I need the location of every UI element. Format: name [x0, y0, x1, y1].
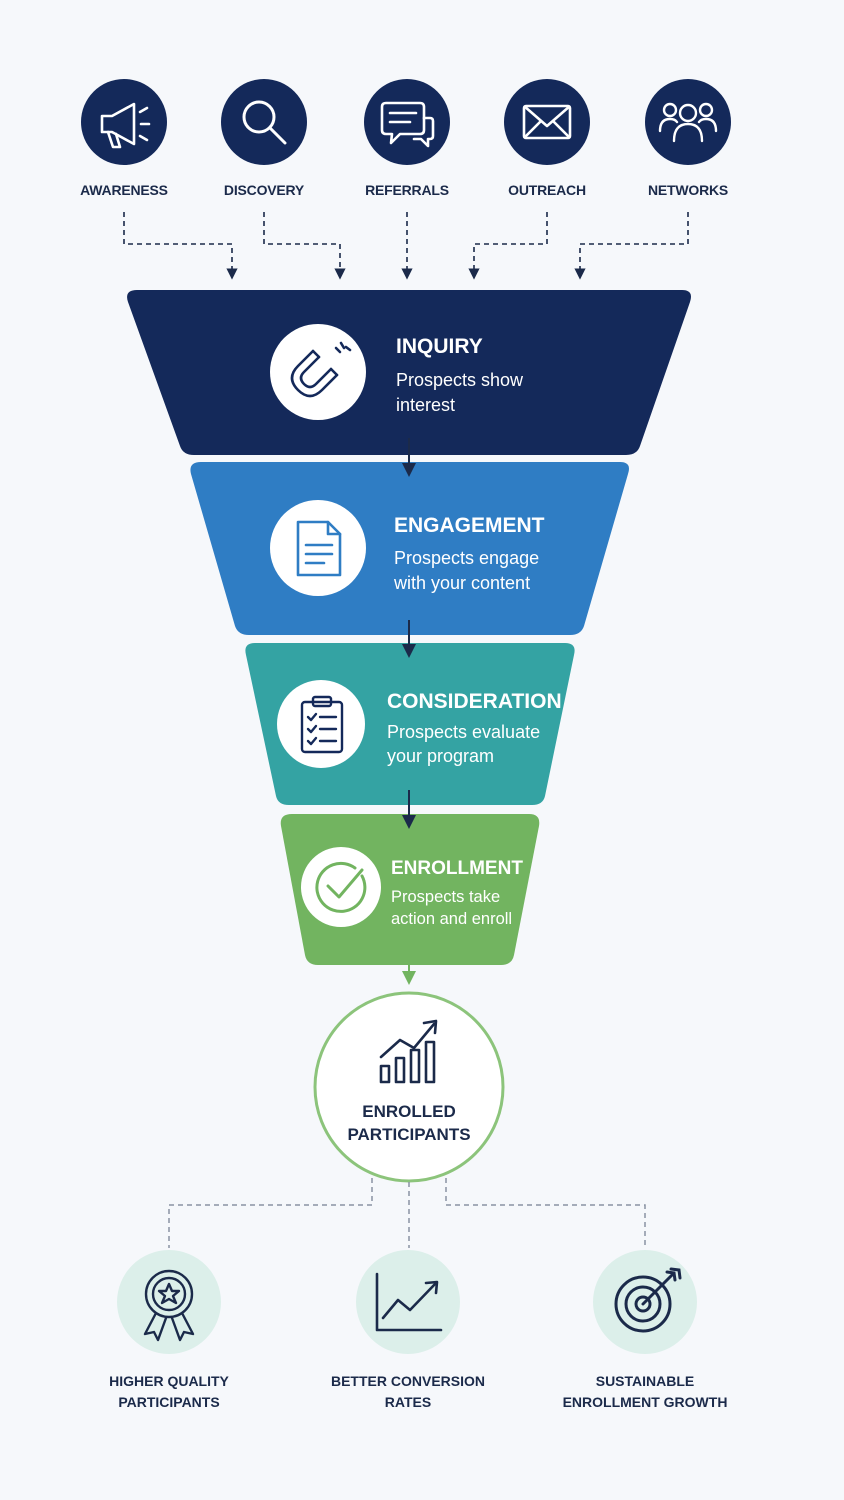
outcome-label-quality-1: HIGHER QUALITY — [109, 1373, 229, 1389]
stage-desc-enrollment-2: action and enroll — [391, 910, 512, 928]
trend-line-icon — [375, 1272, 443, 1332]
stage-desc-enrollment-1: Prospects take — [391, 888, 500, 906]
outcome-label-growth-2: ENROLLMENT GROWTH — [563, 1394, 728, 1410]
outcome-higher-quality: HIGHER QUALITY PARTICIPANTS — [109, 1250, 230, 1410]
source-outreach: OUTREACH — [504, 79, 590, 198]
connector-quality — [168, 1178, 373, 1248]
source-label-referrals: REFERRALS — [365, 182, 449, 198]
envelope-icon — [522, 104, 572, 140]
target-icon — [614, 1267, 682, 1333]
megaphone-icon — [100, 102, 151, 149]
outcomes: HIGHER QUALITY PARTICIPANTS BETTER CONVE… — [109, 1250, 727, 1410]
outcome-sustainable-growth: SUSTAINABLE ENROLLMENT GROWTH — [563, 1250, 728, 1410]
stage-title-consideration: CONSIDERATION — [387, 690, 562, 713]
source-label-networks: NETWORKS — [648, 182, 728, 198]
stage-desc-inquiry-1: Prospects show — [396, 370, 524, 390]
magnet-icon — [290, 341, 352, 398]
stage-desc-consideration-1: Prospects evaluate — [387, 722, 540, 742]
outcome-label-conversion-2: RATES — [385, 1394, 431, 1410]
source-channels: AWARENESS DISCOVERY REFERRALS — [80, 79, 731, 198]
search-icon — [242, 100, 287, 145]
document-icon — [296, 520, 342, 577]
connector-outreach — [468, 212, 548, 280]
outcome-label-conversion-1: BETTER CONVERSION — [331, 1373, 485, 1389]
source-label-awareness: AWARENESS — [80, 182, 168, 198]
stage-consideration: CONSIDERATION Prospects evaluate your pr… — [245, 643, 575, 805]
result-label-line-1: ENROLLED — [362, 1102, 456, 1121]
outcome-label-growth-1: SUSTAINABLE — [596, 1373, 695, 1389]
stage-title-inquiry: INQUIRY — [396, 335, 483, 358]
stage-title-engagement: ENGAGEMENT — [394, 514, 545, 537]
source-label-discovery: DISCOVERY — [224, 182, 305, 198]
connector-discovery — [263, 212, 346, 280]
outcome-label-quality-2: PARTICIPANTS — [118, 1394, 219, 1410]
connector-awareness — [123, 212, 238, 280]
people-group-icon — [658, 102, 718, 143]
clipboard-checklist-icon — [300, 695, 344, 754]
stage-enrollment: ENROLLMENT Prospects take action and enr… — [280, 814, 540, 965]
connector-networks — [574, 212, 689, 280]
stage-title-enrollment: ENROLLMENT — [391, 858, 523, 879]
growth-bar-chart-icon — [379, 1019, 438, 1084]
source-awareness: AWARENESS — [80, 79, 168, 198]
stage-desc-engagement-1: Prospects engage — [394, 548, 539, 568]
result-label-line-2: PARTICIPANTS — [347, 1125, 470, 1144]
source-label-outreach: OUTREACH — [508, 182, 586, 198]
outcome-connectors — [168, 1178, 646, 1248]
outcome-better-conversion: BETTER CONVERSION RATES — [331, 1250, 485, 1410]
chat-bubbles-icon — [380, 101, 435, 148]
funnel: INQUIRY Prospects show interest ENGAGEME… — [127, 290, 691, 985]
award-ribbon-icon — [143, 1269, 195, 1342]
source-referrals: REFERRALS — [364, 79, 450, 198]
checkmark-circle-icon — [315, 861, 367, 913]
stage-inquiry: INQUIRY Prospects show interest — [127, 290, 691, 455]
source-networks: NETWORKS — [645, 79, 731, 198]
result-enrolled-participants: ENROLLED PARTICIPANTS — [313, 991, 505, 1183]
stage-desc-consideration-2: your program — [387, 746, 494, 766]
stage-desc-engagement-2: with your content — [393, 573, 530, 593]
source-connectors — [123, 212, 689, 280]
source-discovery: DISCOVERY — [221, 79, 307, 198]
connector-growth — [445, 1178, 646, 1248]
stage-desc-inquiry-2: interest — [396, 395, 455, 415]
stage-engagement: ENGAGEMENT Prospects engage with your co… — [190, 462, 629, 635]
